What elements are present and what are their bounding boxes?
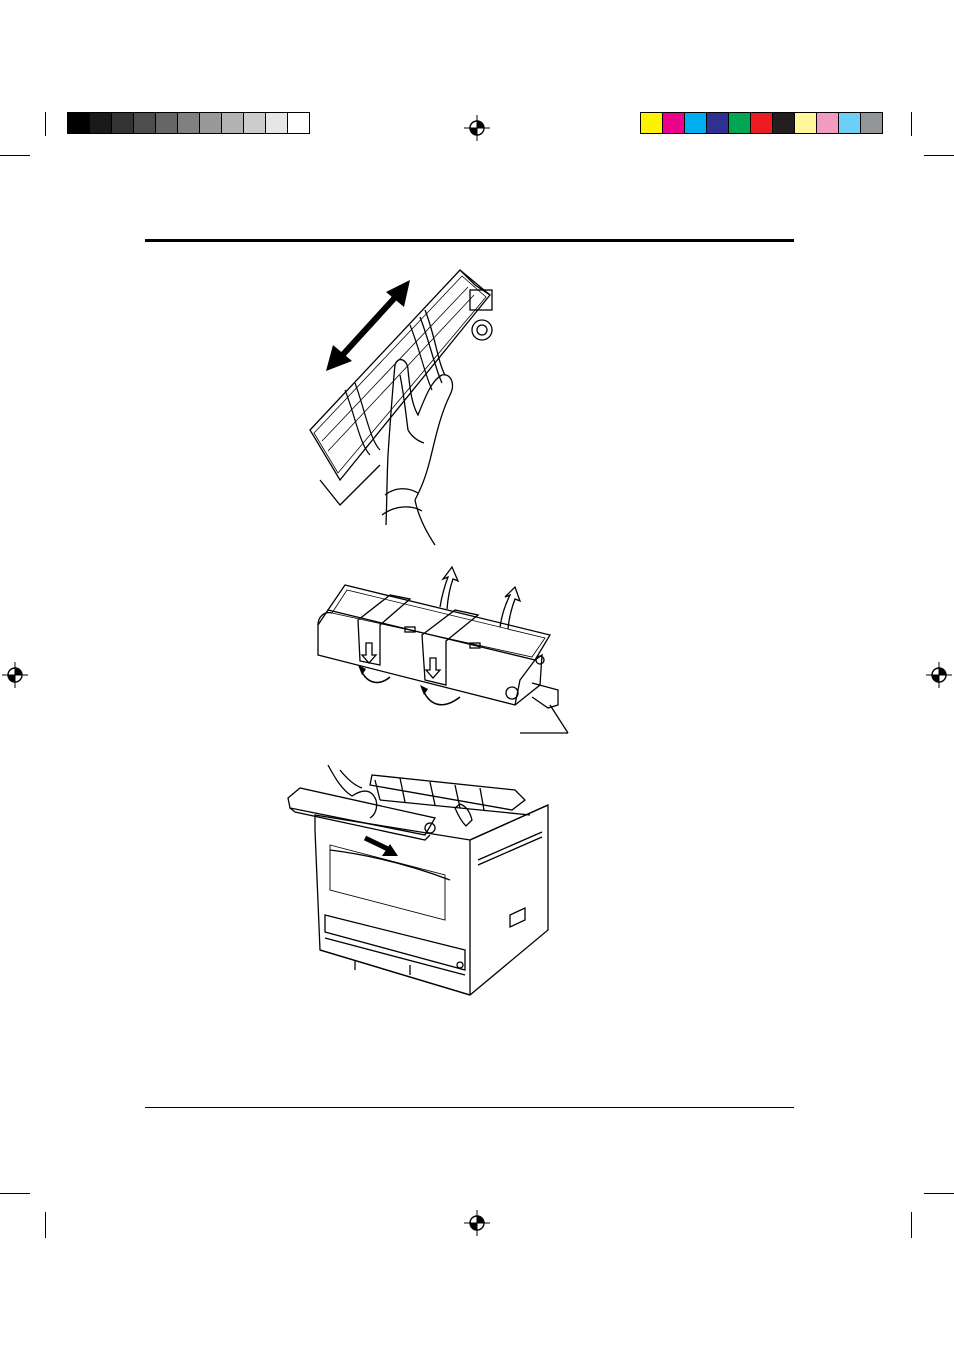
gray-swatch	[90, 113, 112, 133]
registration-target-icon	[464, 115, 490, 141]
color-swatch	[861, 113, 882, 133]
hand-holding-cartridge-illustration	[300, 265, 510, 550]
crop-mark	[924, 1193, 954, 1194]
printer-cartridge-insertion-illustration	[280, 760, 560, 1000]
color-swatch	[839, 113, 861, 133]
crop-mark	[45, 1212, 46, 1238]
color-swatch	[663, 113, 685, 133]
gray-swatch	[222, 113, 244, 133]
grayscale-calibration-strip	[67, 112, 310, 134]
color-swatch	[751, 113, 773, 133]
color-swatch	[685, 113, 707, 133]
registration-target-icon	[2, 662, 28, 688]
crop-mark	[45, 112, 46, 136]
crop-mark	[911, 1212, 912, 1238]
color-swatch	[773, 113, 795, 133]
color-swatch	[641, 113, 663, 133]
gray-swatch	[244, 113, 266, 133]
color-swatch	[707, 113, 729, 133]
crop-mark	[0, 155, 30, 156]
footer-rule	[145, 1107, 794, 1108]
gray-swatch	[266, 113, 288, 133]
color-swatch	[795, 113, 817, 133]
color-swatch	[729, 113, 751, 133]
registration-target-icon	[926, 662, 952, 688]
registration-target-icon	[464, 1210, 490, 1236]
crop-mark	[911, 112, 912, 136]
gray-swatch	[288, 113, 309, 133]
gray-swatch	[156, 113, 178, 133]
cartridge-with-tapes-illustration	[310, 565, 570, 740]
color-swatch	[817, 113, 839, 133]
gray-swatch	[200, 113, 222, 133]
color-calibration-strip	[640, 112, 883, 134]
gray-swatch	[134, 113, 156, 133]
gray-swatch	[178, 113, 200, 133]
gray-swatch	[112, 113, 134, 133]
gray-swatch	[68, 113, 90, 133]
crop-mark	[924, 155, 954, 156]
crop-mark	[0, 1193, 30, 1194]
header-rule	[145, 239, 794, 242]
